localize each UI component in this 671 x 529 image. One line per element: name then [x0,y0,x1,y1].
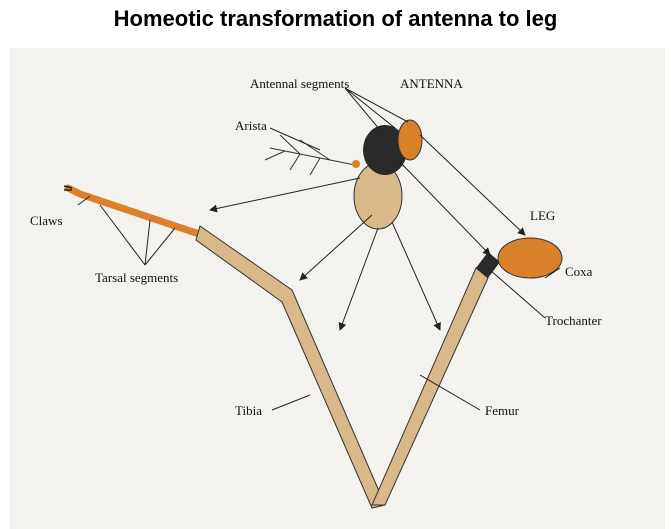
coxa-shape [497,237,563,279]
trochanter-shape [476,252,500,278]
homology-arrows [209,134,526,331]
label-arista: Arista [235,118,267,133]
antenna [264,119,423,230]
book-page-background [10,48,665,529]
label-femur: Femur [485,403,520,418]
label-antenna: ANTENNA [400,76,463,91]
label-trochanter: Trochanter [545,313,602,328]
label-antennal-segments: Antennal segments [250,76,349,91]
claws-icon [63,185,73,191]
arista-icon [264,134,356,176]
label-claws: Claws [30,213,63,228]
label-leaders [77,87,561,411]
tibia-shape [195,225,386,509]
diagram-title: Homeotic transformation of antenna to le… [113,6,558,31]
label-tarsal-segments: Tarsal segments [95,270,178,285]
label-tibia: Tibia [235,403,262,418]
label-leg: LEG [530,208,555,223]
antenna-black-segment [363,125,407,175]
label-coxa: Coxa [565,264,593,279]
antenna-orange-segment [397,119,423,161]
leg [63,184,563,509]
